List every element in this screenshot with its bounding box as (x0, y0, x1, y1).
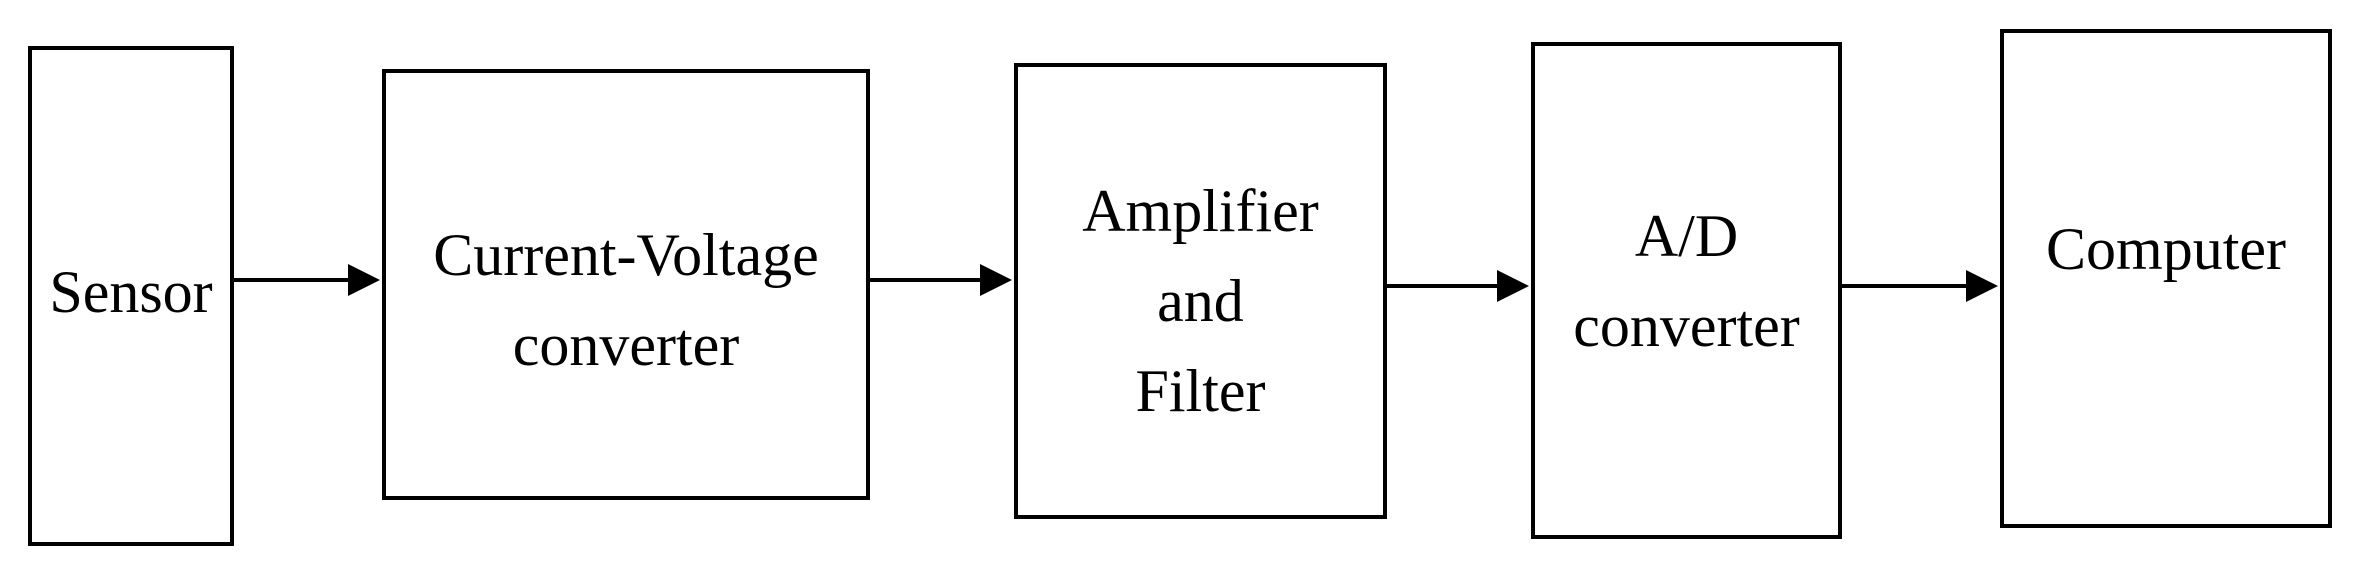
block-computer-label-line: Computer (2046, 215, 2286, 282)
block-current-voltage-converter: Current-Voltage converter (382, 69, 870, 500)
block-amplifier-filter-label: Amplifier and Filter (1082, 166, 1319, 436)
block-amplifier-filter: Amplifier and Filter (1014, 63, 1387, 519)
block-current-voltage-converter-label-line: Current-Voltage (433, 221, 819, 288)
block-ad-converter-label: A/D converter (1573, 191, 1800, 371)
block-ad-converter-label-line: A/D (1634, 202, 1739, 269)
block-computer-label: Computer (2046, 204, 2286, 294)
block-amplifier-filter-label-line: Amplifier (1082, 178, 1319, 244)
block-sensor-label-line: Sensor (49, 259, 213, 325)
block-ad-converter-label-line: converter (1573, 292, 1800, 359)
block-amplifier-filter-label-line: and (1157, 268, 1244, 334)
block-current-voltage-converter-label: Current-Voltage converter (433, 210, 818, 390)
block-amplifier-filter-label-line: Filter (1135, 358, 1266, 424)
block-sensor: Sensor (28, 46, 234, 546)
block-sensor-label: Sensor (49, 247, 212, 337)
block-ad-converter: A/D converter (1531, 42, 1842, 539)
block-computer: Computer (2000, 29, 2332, 528)
block-current-voltage-converter-label-line: converter (512, 311, 740, 378)
